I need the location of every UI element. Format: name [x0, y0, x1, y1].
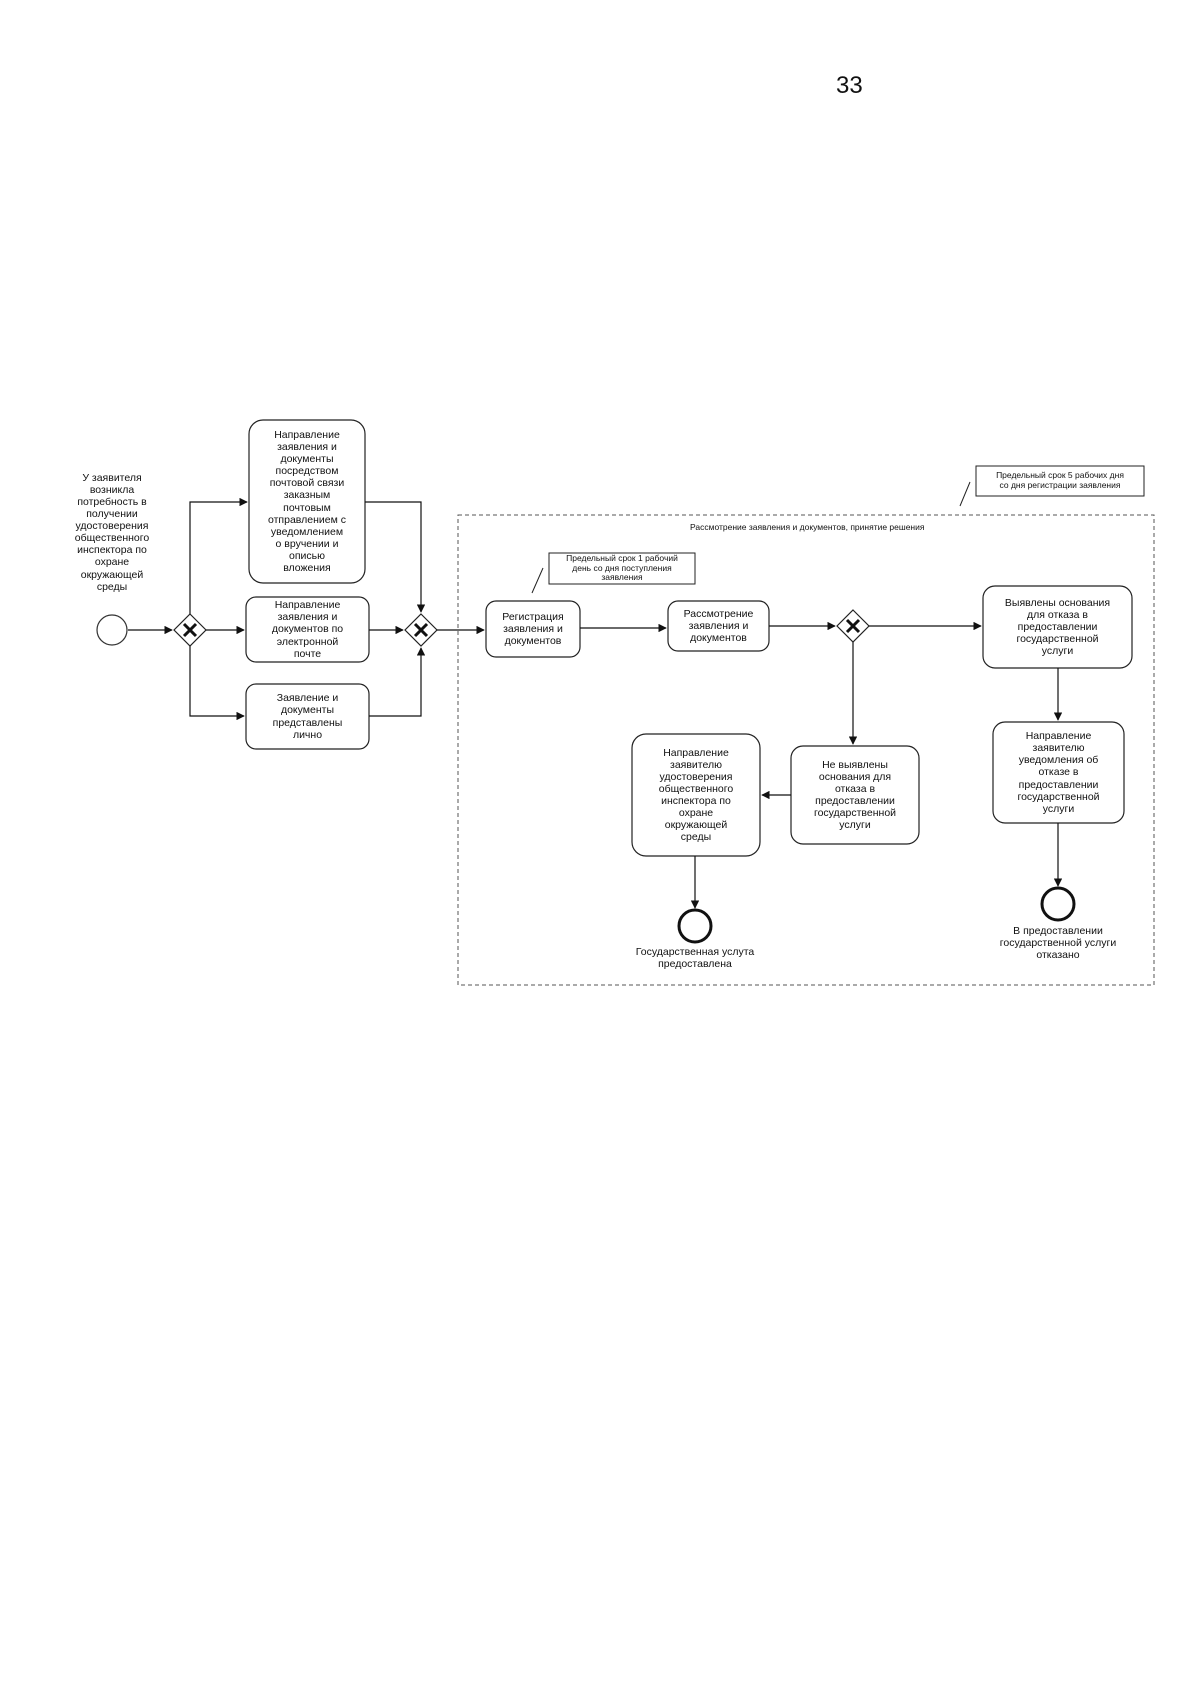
- flow-personal-to-merge: [369, 647, 426, 717]
- registration-deadline-text: Предельный срок 1 рабочий день со дня по…: [566, 552, 678, 583]
- registration-note-connector: [531, 567, 544, 594]
- task-registration-label: Регистрация заявления и документов: [502, 610, 564, 648]
- start-event-label: У заявителя возникла потребность в получ…: [74, 472, 150, 593]
- split-gateway: [173, 613, 207, 647]
- task-issue-certificate-box: [631, 733, 761, 857]
- task-refusal-found-label: Выявлены основания для отказа в предоста…: [1004, 596, 1111, 658]
- task-review-label: Рассмотрение заявления и документов: [683, 607, 754, 645]
- task-no-refusal-label: Не выявлены основания для отказа в предо…: [813, 758, 897, 832]
- end-event-refusal: [1040, 886, 1076, 922]
- merge-gateway: [404, 613, 438, 647]
- flow-split-to-post: [189, 497, 248, 614]
- page-number: 33: [836, 72, 863, 99]
- task-email-label: Направление заявления и документов по эл…: [271, 599, 344, 660]
- end-event-success: [677, 908, 713, 944]
- subprocess-deadline-note: [975, 465, 1145, 497]
- subprocess-container: [457, 514, 1155, 986]
- flow-split-to-personal: [189, 646, 245, 721]
- flow-post-to-merge: [365, 501, 426, 613]
- task-registration-box: [485, 600, 581, 658]
- registration-deadline-note: [548, 552, 696, 585]
- end-event-success-label: Государственная услута предоставлена: [635, 946, 755, 971]
- task-personal-label: Заявление и документы представлены лично: [272, 692, 343, 741]
- decision-gateway: [836, 609, 870, 643]
- task-refusal-notice-label: Направление заявителю уведомления об отк…: [1017, 730, 1100, 815]
- task-issue-certificate-label: Направление заявителю удостоверения обще…: [658, 746, 734, 844]
- subprocess-deadline-text: Предельный срок 5 рабочих дня со дня рег…: [996, 470, 1124, 490]
- task-post-label: Направление заявления и документы посред…: [268, 429, 346, 574]
- subprocess-title: Рассмотрение заявления и документов, при…: [690, 522, 925, 532]
- start-event: [96, 614, 128, 646]
- end-event-refusal-label: В предоставлении государственной услуги …: [999, 925, 1117, 962]
- subprocess-note-connector: [959, 481, 971, 507]
